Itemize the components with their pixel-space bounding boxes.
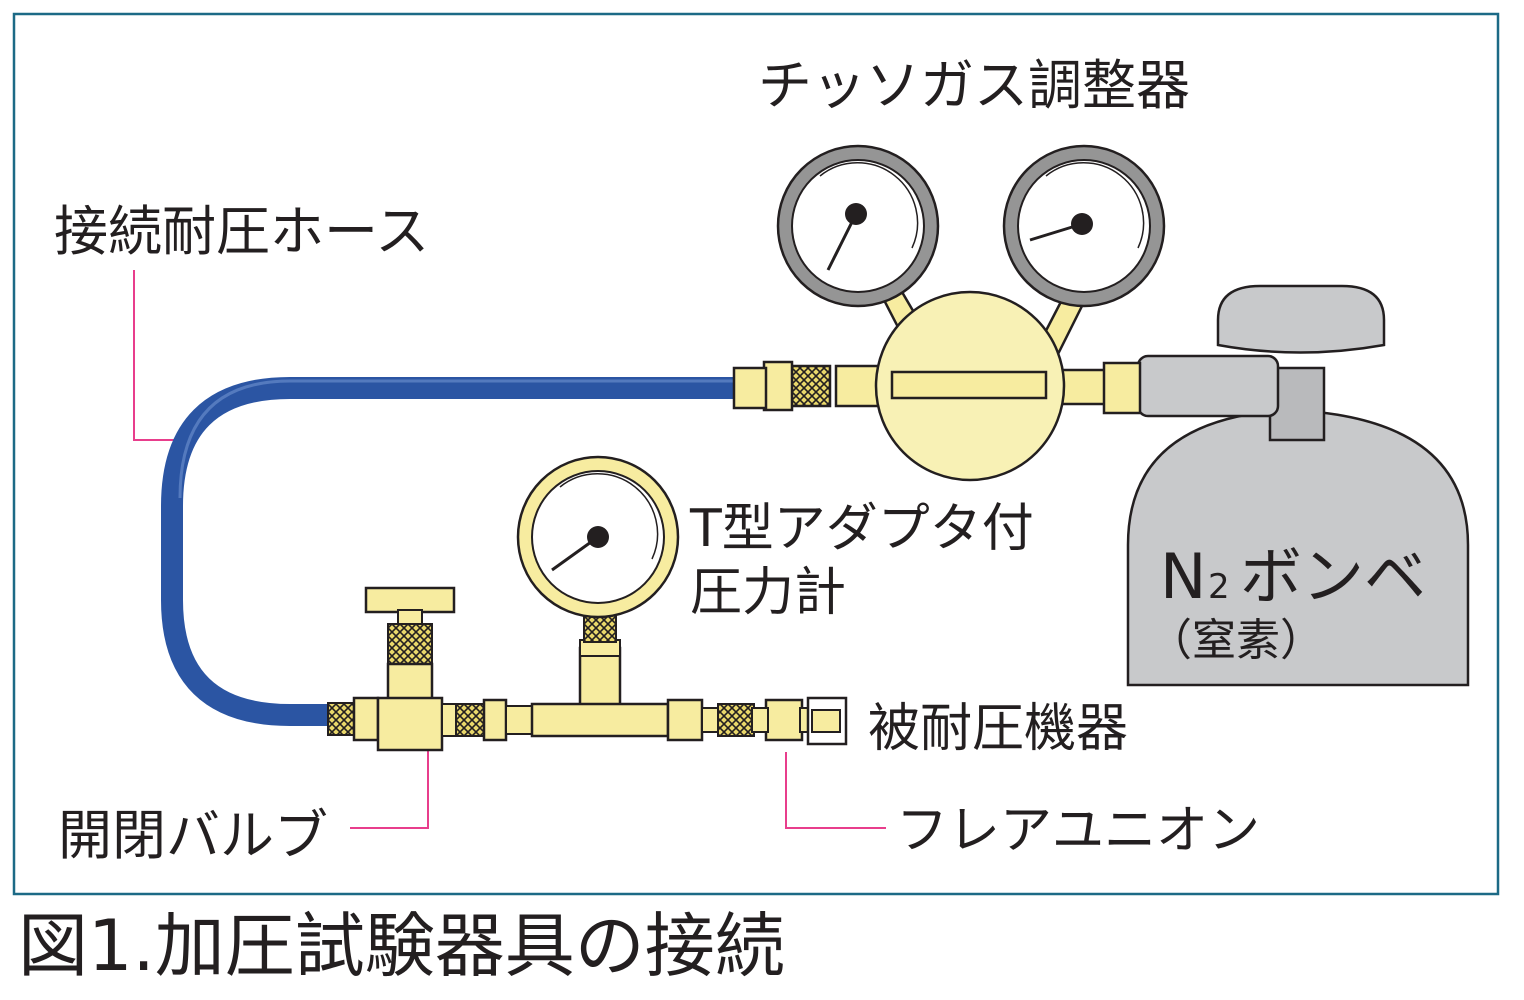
cylinder-label-sub: 2 bbox=[1208, 567, 1230, 607]
open-close-valve bbox=[364, 586, 459, 752]
flare-leader bbox=[785, 752, 886, 829]
pressure-hose bbox=[161, 377, 753, 726]
low-pressure-gauge bbox=[1002, 144, 1166, 308]
regulator-knurl bbox=[788, 364, 832, 408]
hose-end-knurl bbox=[327, 702, 357, 736]
cylinder-nut bbox=[1102, 361, 1142, 415]
hose-label: 接続耐圧ホース bbox=[54, 200, 429, 263]
cylinder-outlet bbox=[1136, 354, 1280, 418]
device-label: 被耐圧機器 bbox=[868, 699, 1128, 759]
test-line bbox=[327, 586, 848, 752]
valve-handle bbox=[364, 586, 456, 614]
flare-union-label: フレアユニオン bbox=[896, 801, 1260, 861]
regulator-slot bbox=[890, 370, 1048, 400]
t-adapter-gauge bbox=[516, 455, 680, 714]
flare-union bbox=[764, 698, 804, 742]
t-stem bbox=[578, 646, 622, 714]
cylinder-label-n: N bbox=[1160, 540, 1206, 613]
hose-end-ferrule bbox=[732, 366, 768, 410]
t-body bbox=[530, 702, 670, 738]
n2-cylinder: N 2 ボンベ （窒素） bbox=[1126, 284, 1470, 687]
valve-knurl bbox=[387, 623, 433, 665]
cylinder-label-name: ボンベ bbox=[1240, 540, 1426, 613]
cylinder-cap bbox=[1216, 284, 1386, 354]
cylinder-label-sub-name: （窒素） bbox=[1148, 615, 1324, 666]
t-adapter-label-line2: 圧力計 bbox=[690, 563, 846, 623]
figure-caption: 図1.加圧試験器具の接続 bbox=[18, 905, 785, 987]
flare-union-knurl bbox=[717, 703, 755, 737]
t-adapter-label-line1: T型アダプタ付 bbox=[689, 499, 1034, 559]
valve-label: 開閉バルブ bbox=[58, 804, 328, 867]
high-pressure-gauge bbox=[776, 144, 940, 308]
valve-leader bbox=[350, 748, 429, 829]
valve-body bbox=[376, 696, 444, 752]
regulator-hose-nut bbox=[762, 360, 794, 412]
nitrogen-regulator bbox=[732, 144, 1166, 482]
leader-lines bbox=[133, 270, 886, 829]
hose-leader bbox=[133, 270, 178, 441]
regulator-label: チッソガス調整器 bbox=[758, 54, 1190, 117]
